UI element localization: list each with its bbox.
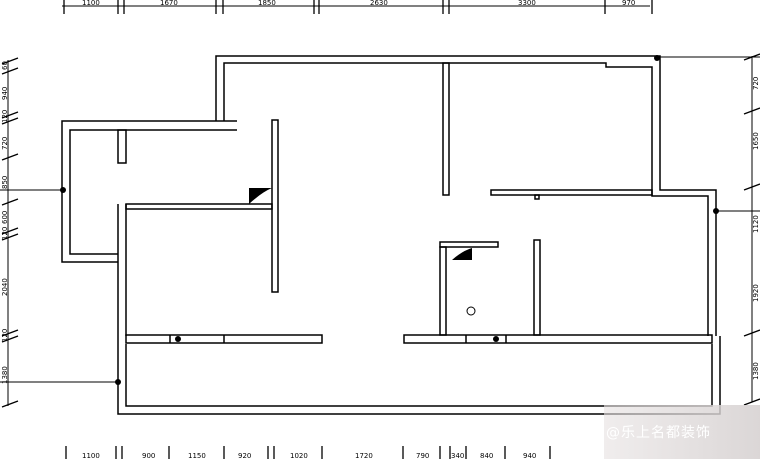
dimension-dot — [654, 55, 660, 61]
interior-walls — [117, 62, 713, 344]
bottom-dim-6: 1720 — [355, 452, 373, 459]
left-dim-10: 1380 — [1, 366, 9, 384]
top-dim-6: 970 — [622, 0, 635, 7]
markers — [60, 55, 719, 385]
bottom-dim-8: 340 — [451, 452, 464, 459]
door-swing-left — [249, 188, 272, 204]
left-dim-1: 60 — [1, 61, 9, 70]
left-dim-9: 120 — [1, 329, 9, 342]
left-dim-5: 850 — [1, 176, 9, 189]
dimension-dot — [493, 336, 499, 342]
left-dim-6: 600 — [1, 211, 9, 224]
bottom-dim-7: 790 — [416, 452, 429, 459]
watermark: @乐上名都装饰 — [604, 405, 760, 459]
left-dim-3: 120 — [1, 110, 9, 123]
dimension-dot — [60, 187, 66, 193]
bottom-dim-9: 840 — [480, 452, 493, 459]
right-dimension-line: 720 1650 1120 1920 1380 — [660, 53, 760, 406]
left-dimension-line: 60 940 120 720 850 600 120 2040 120 1380 — [0, 57, 118, 408]
exterior-walls — [61, 55, 721, 415]
left-dim-8: 2040 — [1, 278, 9, 296]
bottom-dim-2: 900 — [142, 452, 155, 459]
right-dim-4: 1920 — [752, 284, 760, 302]
left-dim-7: 120 — [1, 227, 9, 240]
top-dimension-line: 1100 1670 1850 2630 3300 970 — [62, 0, 653, 14]
right-dim-1: 720 — [752, 77, 760, 90]
dimension-dot — [713, 208, 719, 214]
left-dim-2: 940 — [1, 87, 9, 100]
bottom-dim-5: 1020 — [290, 452, 308, 459]
bottom-dim-1: 1100 — [82, 452, 100, 459]
top-dim-5: 3300 — [518, 0, 536, 7]
right-dim-3: 1120 — [752, 215, 760, 233]
dimension-dot — [175, 336, 181, 342]
door-swing-right — [452, 248, 472, 260]
door-symbols — [249, 188, 472, 260]
left-dim-4: 720 — [1, 137, 9, 150]
top-dim-3: 1850 — [258, 0, 276, 7]
right-dim-2: 1650 — [752, 132, 760, 150]
floor-drain-icon — [466, 306, 476, 316]
bottom-dim-3: 1150 — [188, 452, 206, 459]
top-dim-4: 2630 — [370, 0, 388, 7]
top-dim-2: 1670 — [160, 0, 178, 7]
bottom-dim-4: 920 — [238, 452, 251, 459]
top-dim-1: 1100 — [82, 0, 100, 7]
dimension-dot — [115, 379, 121, 385]
bottom-dim-10: 940 — [523, 452, 536, 459]
right-dim-5: 1380 — [752, 362, 760, 380]
bottom-dimension-line: 1100 900 1150 920 1020 1720 790 340 840 … — [65, 446, 551, 459]
